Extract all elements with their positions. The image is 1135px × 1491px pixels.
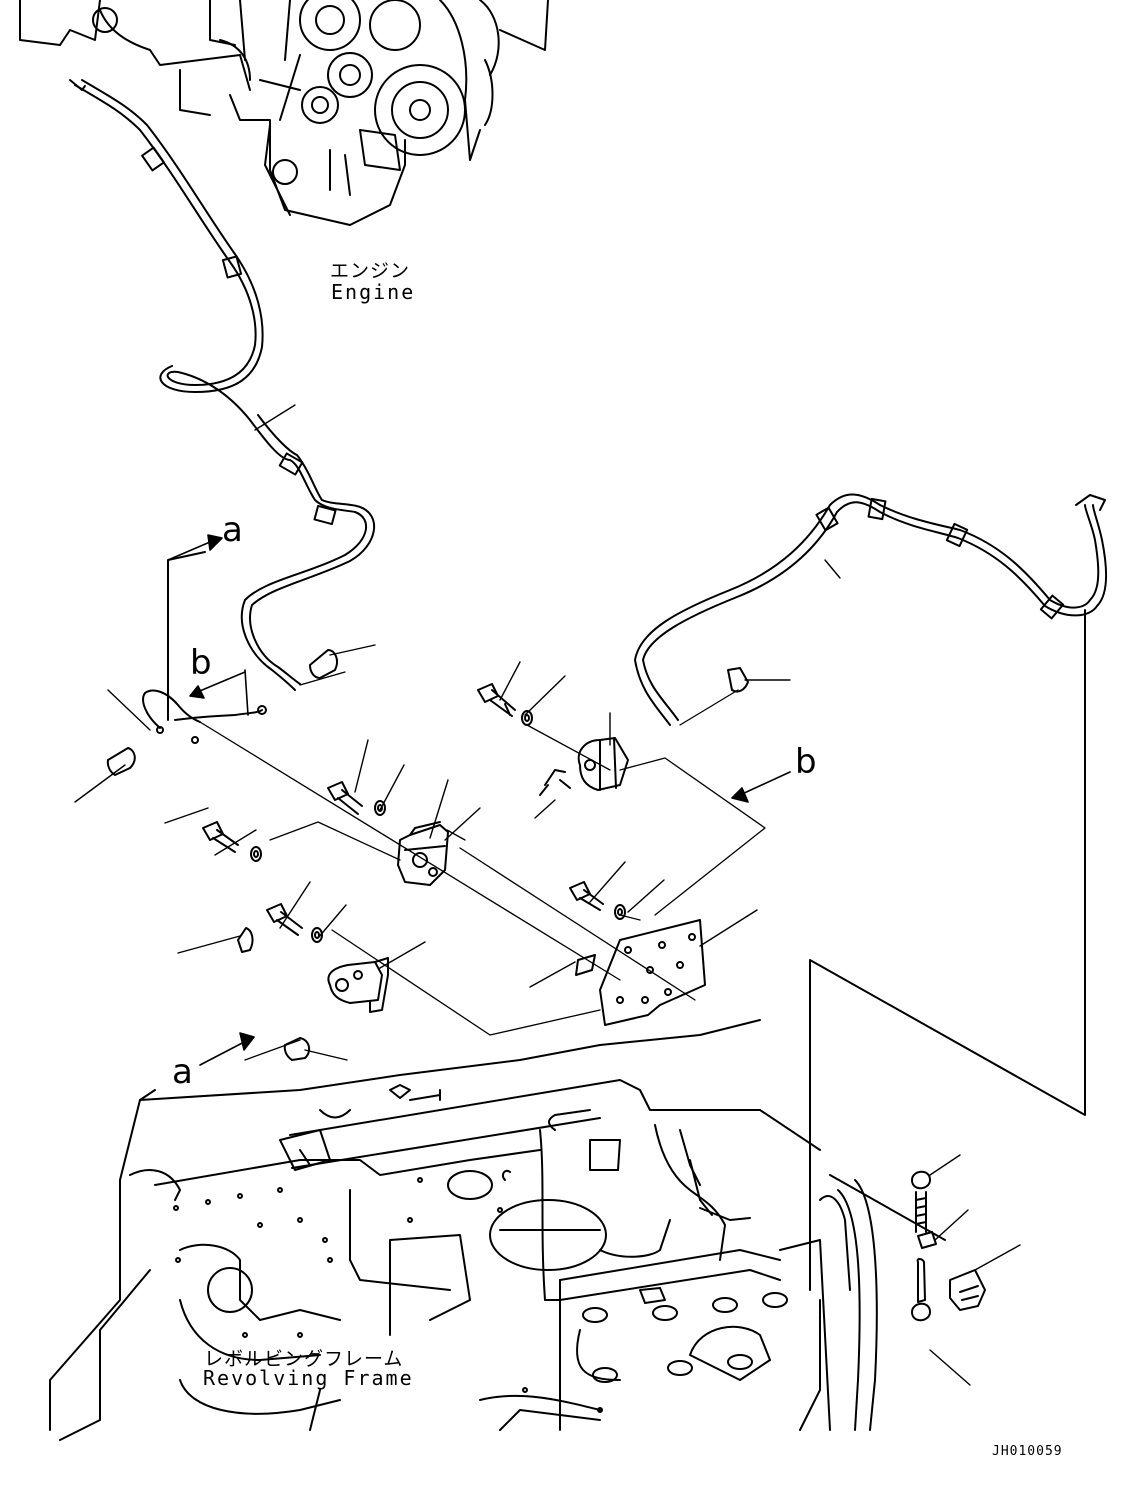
assembly-guide-lines xyxy=(199,671,766,1061)
view-arrows xyxy=(167,534,791,1066)
leader-lines xyxy=(74,404,1021,1386)
callout-b-left: b xyxy=(190,643,212,683)
engine-label-japanese: エンジン xyxy=(330,260,411,282)
ground-bolt-assembly xyxy=(829,1170,986,1322)
bolts-and-washers xyxy=(202,683,626,943)
engine-outline xyxy=(19,0,549,226)
revolving-frame-label: Revolving Frame xyxy=(203,1366,414,1390)
right-wiring-harness xyxy=(634,493,1108,1291)
engine-label: Engine xyxy=(331,280,416,304)
terminal-caps xyxy=(106,649,749,1061)
revolving-frame-outline xyxy=(49,1019,878,1441)
revolving-frame-label-japanese: レボルビングフレーム xyxy=(204,1348,404,1370)
callout-b-right: b xyxy=(795,742,817,782)
battery-relay-lower xyxy=(327,957,389,1013)
drawing-code: JH010059 xyxy=(992,1444,1063,1459)
callout-a-bottom: a xyxy=(172,1052,193,1092)
battery-relay-right xyxy=(539,737,629,796)
left-wiring-harness xyxy=(69,79,376,691)
callout-a-top: a xyxy=(222,510,243,550)
relay-mounting-plate xyxy=(575,919,706,1026)
battery-relay-upper xyxy=(397,821,449,886)
